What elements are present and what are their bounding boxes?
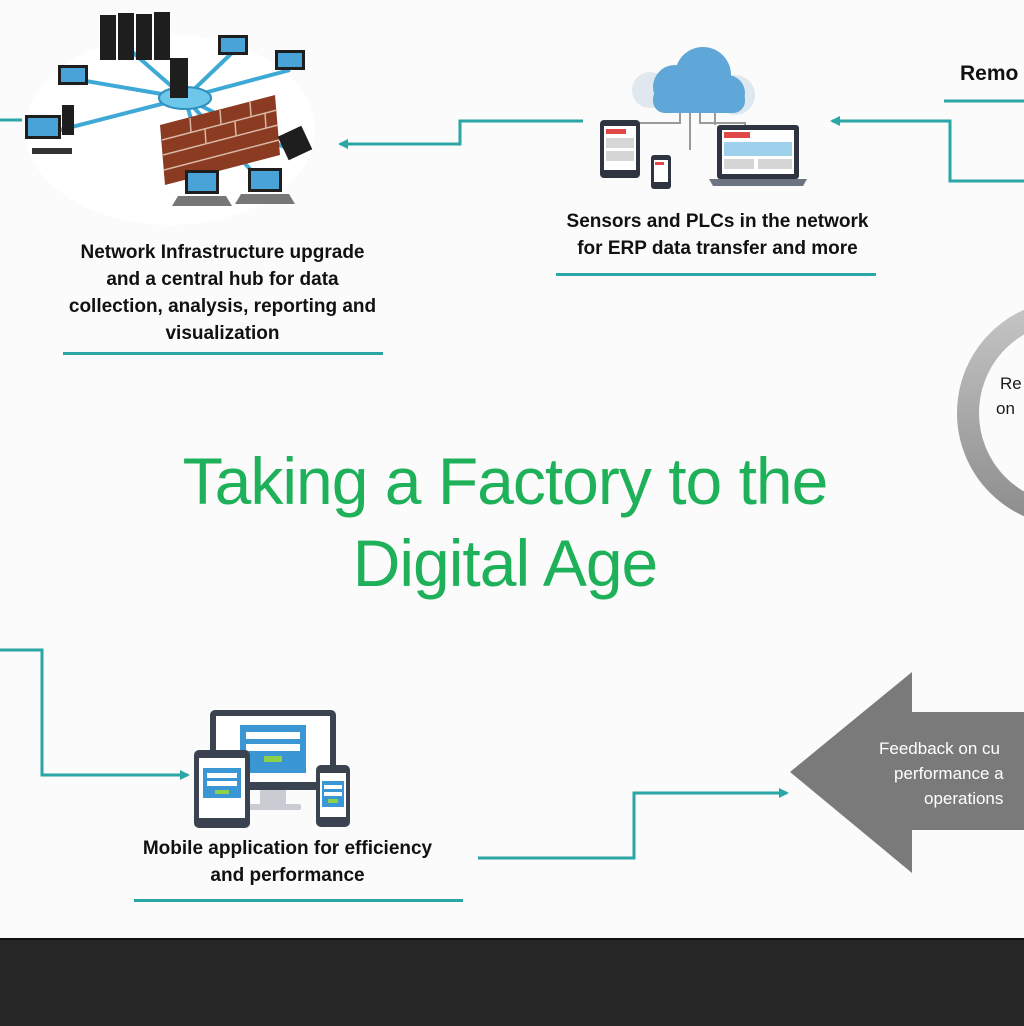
- title-line: Digital Age: [352, 526, 659, 600]
- ring-text-line: Re: [1000, 374, 1022, 393]
- ring-text: Re on: [996, 371, 1022, 421]
- remote-caption: Remo: [960, 62, 1019, 85]
- slide: Network Infrastructure upgrade and a cen…: [0, 0, 1024, 938]
- connector-sensors-to-network: [338, 119, 583, 149]
- mobile-caption-line: and performance: [210, 865, 365, 886]
- feedback-text-line: operations: [924, 789, 1004, 808]
- flow-connectors: [0, 99, 1024, 860]
- sensors-caption: Sensors and PLCs in the network for ERP …: [545, 208, 890, 262]
- sensors-caption-line: Sensors and PLCs in the network: [566, 211, 869, 232]
- sensors-caption-line: for ERP data transfer and more: [577, 238, 858, 259]
- mobile-underline: [134, 899, 463, 902]
- connector-mobile-to-feedback: [478, 788, 789, 860]
- network-caption: Network Infrastructure upgrade and a cen…: [40, 239, 405, 347]
- cloud-devices-icon: [600, 47, 807, 189]
- network-caption-line: collection, analysis, reporting and: [68, 296, 377, 317]
- mobile-caption: Mobile application for efficiency and pe…: [110, 835, 465, 889]
- connector-remote-to-sensors: [830, 116, 1024, 183]
- network-caption-line: and a central hub for data: [106, 269, 339, 290]
- bottom-bar: [0, 938, 1024, 1026]
- mobile-caption-line: Mobile application for efficiency: [142, 838, 433, 859]
- feedback-text-line: Feedback on cu: [879, 739, 1000, 758]
- connector-left-to-mobile: [0, 648, 190, 780]
- multi-device-app-icon: [194, 710, 350, 828]
- network-caption-line: visualization: [165, 323, 280, 344]
- feedback-text-line: performance a: [894, 764, 1004, 783]
- network-underline: [63, 352, 383, 355]
- network-caption-line: Network Infrastructure upgrade: [80, 242, 365, 263]
- network-infrastructure-icon: [25, 12, 315, 225]
- feedback-arrow: [790, 672, 1024, 873]
- ring-text-line: on: [996, 399, 1015, 418]
- sensors-underline: [556, 273, 876, 276]
- page-title: Taking a Factory to the Digital Age: [100, 440, 910, 604]
- feedback-text: Feedback on cu performance a operations: [872, 736, 1024, 811]
- ring-shape: [957, 309, 1024, 517]
- title-line: Taking a Factory to the: [182, 444, 829, 518]
